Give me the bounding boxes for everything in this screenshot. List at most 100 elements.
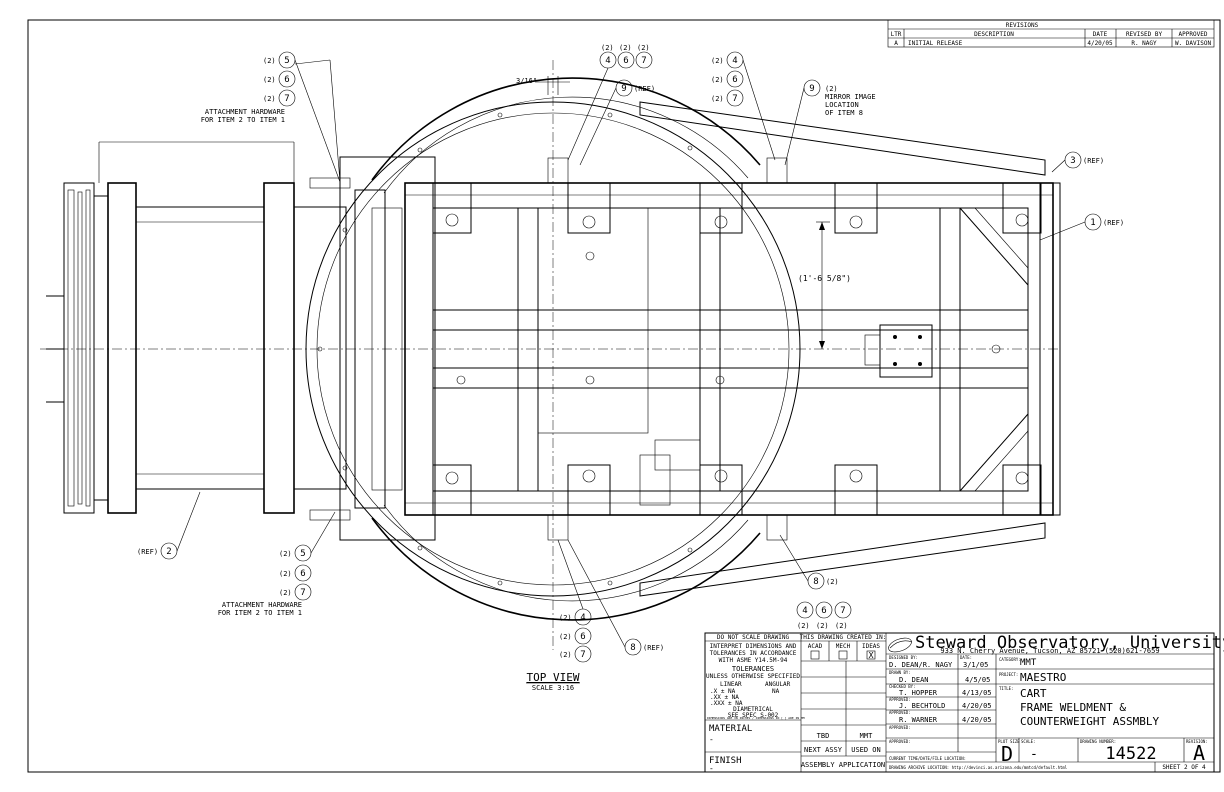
designed-by: D. DEAN/R. NAGY	[889, 661, 953, 669]
mirror-note-2: MIRROR IMAGE	[825, 93, 876, 101]
mech-checkbox	[838, 650, 848, 660]
rev-row-approved: W. DAVISON	[1175, 40, 1212, 47]
attach-top-2: FOR ITEM 2 TO ITEM 1	[201, 116, 285, 124]
finish-value: -	[709, 764, 714, 773]
material-label: MATERIAL	[709, 724, 752, 734]
material-value: -	[709, 735, 714, 744]
item-3-ref: (REF)	[1083, 157, 1104, 165]
bm-qty-2: (2)	[559, 633, 572, 641]
tm-qty-2: (2)	[619, 44, 632, 52]
tol-fine: DIMENSIONS ARE IN INCHES / DIMENSIONS IN…	[707, 716, 805, 720]
designed-label: DESIGNED BY:	[889, 655, 918, 660]
tbd-label: TBD	[817, 732, 830, 740]
bm-item-7: 7	[580, 650, 585, 660]
category-label: CATEGORY:	[999, 657, 1021, 662]
checked-date: 4/13/05	[962, 689, 992, 697]
file-loc-label: CURRENT TIME/DATE/FILE LOCATION:	[889, 756, 966, 761]
ideas-check-mark: X	[869, 651, 874, 660]
next-assy-label: NEXT ASSY	[804, 746, 843, 754]
tr-qty-1: (2)	[711, 57, 724, 65]
finish-label: FINISH	[709, 756, 742, 766]
plot-size-label: PLOT SIZE	[998, 739, 1020, 744]
sheet-border	[27, 19, 1221, 773]
item-9b-label: 9	[809, 84, 814, 94]
tm-qty-1: (2)	[601, 44, 614, 52]
item-1-frame	[404, 182, 1061, 516]
item-9a-ref: (REF)	[634, 85, 655, 93]
attach-bottom-2: FOR ITEM 2 TO ITEM 1	[218, 609, 302, 617]
scale-value: -	[1030, 747, 1038, 762]
project-value: MAESTRO	[1020, 671, 1066, 684]
br-item-6: 6	[821, 606, 826, 616]
rev-header-revised: REVISED BY	[1126, 31, 1163, 38]
created-ideas: IDEAS	[862, 643, 880, 650]
org-address: 933 N. Cherry Avenue, Tucson, AZ 85721 (…	[940, 647, 1159, 655]
created-header: THIS DRAWING CREATED IN:	[800, 634, 887, 641]
title-line-2: FRAME WELDMENT &	[1020, 701, 1126, 714]
bl-qty-3: (2)	[279, 589, 292, 597]
bl-qty-1: (2)	[279, 550, 292, 558]
item-1-label: 1	[1090, 218, 1095, 228]
archive-location: DRAWING ARCHIVE LOCATION: http://devinci…	[889, 765, 1068, 770]
rev-row-desc: INITIAL RELEASE	[908, 40, 963, 47]
cart-top-view: (1'-6 5/8") 3/16"	[40, 60, 1061, 650]
ref2-label: (REF)	[137, 548, 158, 556]
view-scale: SCALE 3:16	[532, 684, 574, 692]
title-block: DO NOT SCALE DRAWING INTERPRET DIMENSION…	[704, 632, 1224, 773]
tol-x1: .X ± NA	[710, 688, 736, 695]
dwg-no-value: 14522	[1105, 744, 1156, 764]
bl-item-7: 7	[300, 588, 305, 598]
tol-x2: .XX ± NA	[710, 694, 739, 701]
mirror-note-4: OF ITEM 8	[825, 109, 863, 117]
approved2-by: R. WARNER	[899, 716, 938, 724]
mirror-note-1: (2)	[825, 85, 838, 93]
org-name: Steward Observatory, University of Arizo…	[915, 633, 1224, 653]
item-8b-label: 8	[630, 643, 635, 653]
tol-header: DO NOT SCALE DRAWING	[717, 634, 790, 641]
item-2-label: 2	[166, 547, 171, 557]
sheet-number: SHEET 2 OF 4	[1162, 764, 1206, 771]
dwg-no-label: DRAWING NUMBER:	[1080, 739, 1116, 744]
br-qty-2: (2)	[816, 622, 829, 630]
tr-item-6: 6	[732, 75, 737, 85]
acad-checkbox	[810, 650, 820, 660]
br-qty-1: (2)	[797, 622, 810, 630]
rev-row-ltr: A	[894, 40, 898, 47]
drawn-date: 4/5/05	[965, 676, 990, 684]
tl-item-6: 6	[284, 75, 289, 85]
callouts	[160, 51, 1102, 663]
used-on-label: USED ON	[851, 746, 881, 754]
title-line-1: CART	[1020, 687, 1047, 700]
mounting-blocks	[432, 182, 1042, 516]
attach-bottom-1: ATTACHMENT HARDWARE	[222, 601, 302, 609]
rotator-ring	[305, 77, 801, 621]
item-8b-ref: (REF)	[643, 644, 664, 652]
bm-item-4: 4	[580, 613, 585, 623]
item-8a-label: 8	[813, 577, 818, 587]
rev-header-date: DATE	[1093, 31, 1108, 38]
dim-height: (1'-6 5/8")	[798, 274, 851, 283]
revisions-table: REVISIONS LTR DESCRIPTION DATE REVISED B…	[887, 19, 1215, 48]
created-acad: ACAD	[808, 643, 823, 650]
tr-item-7: 7	[732, 94, 737, 104]
view-title: TOP VIEW	[527, 671, 580, 684]
tol-x3: .XXX ± NA	[710, 700, 743, 707]
tol-spec: SEE SPEC S-002	[728, 712, 779, 719]
tm-qty-3: (2)	[637, 44, 650, 52]
tl-item-7: 7	[284, 94, 289, 104]
br-qty-3: (2)	[835, 622, 848, 630]
tm-item-4: 4	[605, 56, 610, 66]
bl-qty-2: (2)	[279, 570, 292, 578]
bl-item-5: 5	[300, 549, 305, 559]
item-3-counterweight-arm	[639, 101, 1046, 597]
tr-qty-3: (2)	[711, 95, 724, 103]
tol-sub: UNLESS OTHERWISE SPECIFIED	[706, 673, 800, 680]
tl-qty-1: (2)	[263, 57, 276, 65]
drawn-label: DRAWN BY:	[889, 670, 911, 675]
mirror-note-3: LOCATION	[825, 101, 859, 109]
bm-qty-1: (2)	[559, 614, 572, 622]
rev-header-desc: DESCRIPTION	[974, 31, 1014, 38]
item-8a-qty: (2)	[826, 578, 839, 586]
item-2-instrument	[46, 141, 347, 514]
category-value: MMT	[1020, 658, 1037, 668]
